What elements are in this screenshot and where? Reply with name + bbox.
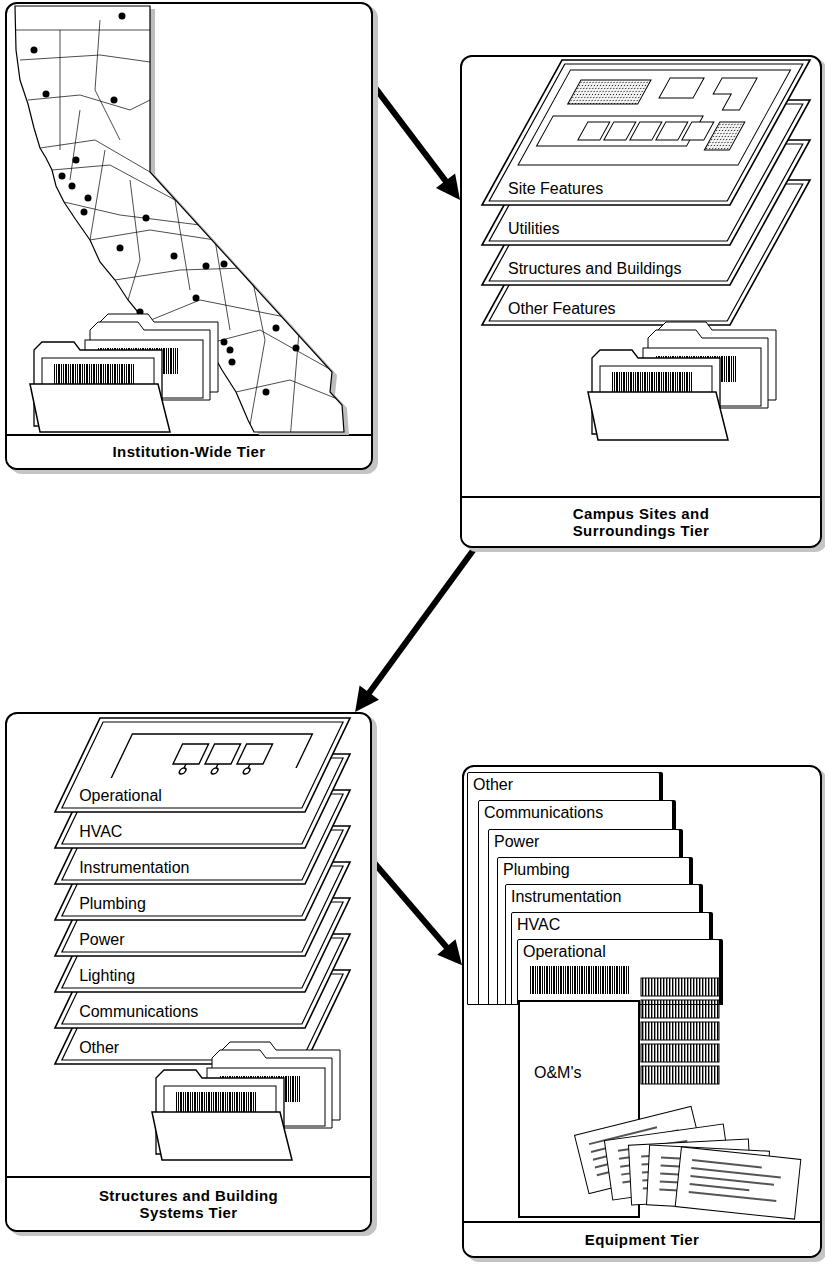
sheet-edge <box>55 718 350 812</box>
sheet-inner-edge <box>489 184 803 321</box>
layer-label: Instrumentation <box>79 859 189 877</box>
sheet-inner-edge <box>62 794 343 880</box>
layer-label: HVAC <box>79 823 122 841</box>
layer-label: Site Features <box>508 180 603 198</box>
arrow-head <box>355 686 379 712</box>
sheet-inner-edge <box>62 974 343 1060</box>
layer-label: Power <box>79 931 124 949</box>
sheet-edge <box>55 826 350 920</box>
folder-label: Other <box>473 776 513 794</box>
folder-stack <box>30 314 218 432</box>
layer-label: Plumbing <box>79 895 146 913</box>
binder-box: O&M's <box>518 1000 640 1218</box>
circuit-drawing <box>111 734 312 778</box>
loose-papers <box>575 1106 801 1219</box>
sheet-inner-edge <box>62 866 343 952</box>
caption-band: Structures and Building Systems Tier <box>7 1176 370 1230</box>
sheet-edge <box>55 898 350 992</box>
folder-label: Communications <box>484 804 603 822</box>
layer-label: Lighting <box>79 967 135 985</box>
sheet-edge <box>55 862 350 956</box>
layer-sheet: Operational <box>55 718 350 812</box>
california-map <box>15 6 349 440</box>
sheet-inner-edge <box>62 902 343 988</box>
sheet-inner-edge <box>62 758 343 844</box>
layer-label: Structures and Buildings <box>508 260 681 278</box>
campus-dots <box>31 13 300 396</box>
folder-label: Operational <box>523 943 606 961</box>
caption-band: Campus Sites and Surroundings Tier <box>462 496 820 546</box>
tier-panel: Equipment Tier OtherCommunicationsPowerPl… <box>462 765 822 1258</box>
binder-stack <box>641 978 719 1084</box>
sheet-edge <box>55 790 350 884</box>
tier-caption: Campus Sites and Surroundings Tier <box>534 505 749 540</box>
sheet-inner-edge <box>62 938 343 1024</box>
folder-label: Plumbing <box>503 861 570 879</box>
sheet-edge <box>55 934 350 1028</box>
layer-label: Operational <box>79 787 162 805</box>
caption-band: Equipment Tier <box>464 1221 820 1256</box>
barcode <box>530 966 630 994</box>
tier-caption: Equipment Tier <box>585 1231 700 1248</box>
tier-panel: Institution-Wide Tier <box>5 2 373 470</box>
layer-label: Utilities <box>508 220 560 238</box>
arrow-head <box>437 939 462 965</box>
tier-caption: Structures and Building Systems Tier <box>81 1187 296 1222</box>
folder-stack <box>588 322 776 440</box>
folder-label: HVAC <box>517 916 560 934</box>
tier-caption: Institution-Wide Tier <box>113 443 266 460</box>
sheet-edge <box>482 180 810 325</box>
folder-stack <box>152 1042 340 1160</box>
folder-label: Power <box>494 833 539 851</box>
county-lines <box>15 20 340 440</box>
layer-label: Other <box>79 1039 119 1057</box>
arrow-shaft <box>366 548 475 697</box>
layer-label: Communications <box>79 1003 198 1021</box>
flow-arrow <box>355 548 475 712</box>
sheet-edge <box>55 970 350 1064</box>
sheet-inner-edge <box>62 722 343 808</box>
arrow-shaft <box>372 860 450 951</box>
site-plan <box>518 70 790 165</box>
arrow-shaft <box>373 85 449 186</box>
caption-band: Institution-Wide Tier <box>7 434 371 468</box>
sheet-inner-edge <box>62 830 343 916</box>
tier-panel: Structures and Building Systems Tier Oper… <box>5 712 372 1232</box>
flow-arrow <box>372 860 462 965</box>
folder-label: Instrumentation <box>511 888 621 906</box>
binder-label: O&M's <box>534 1064 582 1082</box>
tier-panel: Campus Sites and Surroundings Tier Site F… <box>460 55 822 548</box>
file-folder: Operational <box>517 939 720 1005</box>
flow-arrow <box>373 85 460 200</box>
arrow-head <box>436 174 460 200</box>
layer-sheet: Site Features <box>482 60 810 205</box>
sheet-edge <box>55 754 350 848</box>
layer-label: Other Features <box>508 300 616 318</box>
